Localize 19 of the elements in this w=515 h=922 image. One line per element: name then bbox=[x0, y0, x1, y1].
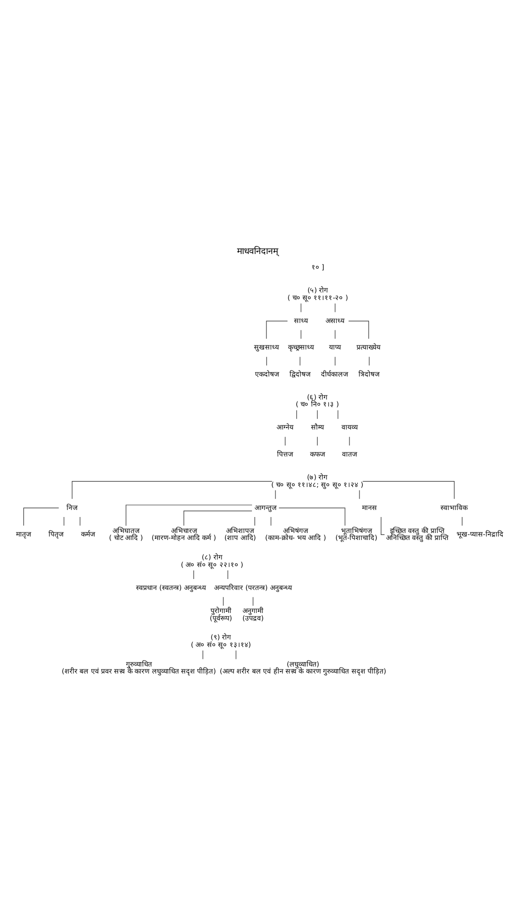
connector bbox=[252, 596, 254, 606]
connector bbox=[184, 510, 252, 526]
connector bbox=[300, 303, 302, 312]
connector bbox=[380, 516, 385, 535]
connector bbox=[334, 330, 336, 340]
connector bbox=[317, 410, 318, 420]
connector bbox=[270, 516, 272, 526]
connector bbox=[348, 320, 370, 340]
connector bbox=[266, 320, 288, 340]
connector bbox=[126, 504, 252, 526]
connector bbox=[362, 480, 455, 500]
connector bbox=[278, 508, 346, 526]
connector bbox=[349, 436, 350, 446]
connector bbox=[23, 508, 60, 526]
connector bbox=[300, 330, 302, 340]
diagram-title: माधवनिदानम् bbox=[237, 247, 278, 258]
connector bbox=[72, 480, 272, 500]
connector bbox=[296, 410, 297, 420]
connector bbox=[359, 490, 360, 500]
